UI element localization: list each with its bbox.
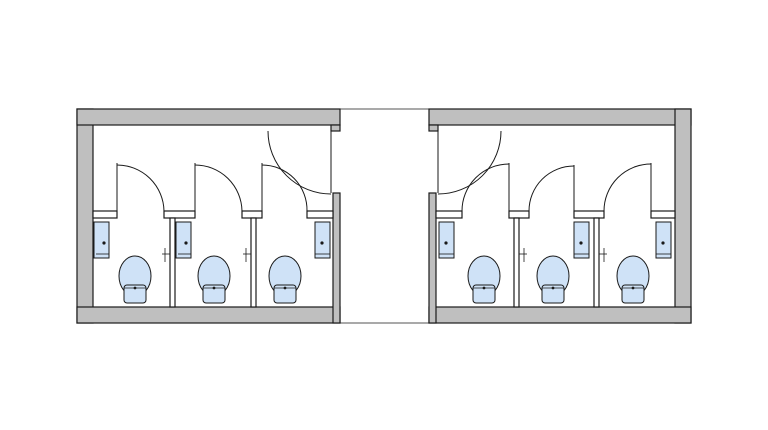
stall-4-5-front-stub — [508, 210, 530, 219]
stall-5-6-front-stub — [573, 210, 605, 219]
stall-2-door-swing-icon — [194, 164, 243, 212]
left-room-wall-right-lower — [332, 192, 341, 324]
stall-5-6-divider — [593, 217, 600, 308]
stall-5-fixtures — [536, 221, 607, 304]
basin-drain — [579, 241, 583, 245]
wash-basin-icon — [93, 221, 110, 259]
basin-drain — [661, 241, 665, 245]
stall-6-fixtures — [616, 221, 672, 304]
right-room-entrance-jamb — [428, 124, 439, 132]
left-entrance-door-swing-icon — [267, 130, 332, 195]
basin-drain — [444, 241, 448, 245]
stall-1-fixtures — [93, 221, 152, 304]
wash-basin-icon — [314, 221, 331, 259]
wash-basin-icon — [175, 221, 192, 259]
basin-drain — [184, 241, 188, 245]
right-washroom — [428, 108, 692, 324]
right-room-wall-left-lower — [428, 192, 437, 324]
stall-5-door-swing-icon — [528, 165, 575, 212]
stall-2-fixtures — [162, 221, 231, 304]
basin-drain — [320, 241, 324, 245]
flush-button — [212, 286, 216, 290]
stall-1-2-divider — [169, 217, 176, 308]
flush-button — [133, 286, 137, 290]
left-room-entrance-jamb — [330, 124, 341, 132]
right-entrance-door-swing-icon — [437, 130, 502, 195]
toilet-tank — [202, 284, 226, 304]
stall-6-front-stub — [650, 210, 676, 219]
stall-4-door-swing-icon — [461, 163, 510, 212]
stall-4-front-stub — [435, 210, 463, 219]
left-room-wall-top-left — [76, 108, 94, 324]
left-room-wall-bottom — [76, 306, 341, 324]
toilet-tank — [472, 284, 496, 304]
wash-basin-icon — [655, 221, 672, 259]
stall-1-front-stub — [92, 210, 118, 219]
left-washroom — [76, 108, 341, 324]
stall-1-door-swing-icon — [116, 164, 165, 212]
wash-basin-icon — [438, 221, 455, 259]
flush-button — [482, 286, 486, 290]
stall-4-5-divider — [513, 217, 520, 308]
wash-basin-icon — [573, 221, 590, 259]
left-room-wall-top — [76, 108, 341, 126]
stall-1-2-front-stub — [163, 210, 196, 219]
right-room-wall-right — [674, 108, 692, 324]
right-room-wall-top — [428, 108, 692, 126]
toilet-tank — [541, 284, 565, 304]
stall-6-door-swing-icon — [603, 163, 652, 212]
flush-button — [631, 286, 635, 290]
basin-drain — [102, 241, 106, 245]
toilet-tank — [123, 284, 147, 304]
stall-4-fixtures — [438, 221, 527, 304]
toilet-tank — [273, 284, 297, 304]
flush-button — [283, 286, 287, 290]
right-room-wall-bottom — [428, 306, 692, 324]
stall-3-door-swing-icon — [261, 164, 308, 212]
toilet-tank — [621, 284, 645, 304]
stall-3-front-stub — [306, 210, 334, 219]
stall-2-3-divider — [250, 217, 257, 308]
flush-button — [551, 286, 555, 290]
stall-2-3-front-stub — [241, 210, 263, 219]
stall-3-fixtures — [243, 221, 331, 304]
